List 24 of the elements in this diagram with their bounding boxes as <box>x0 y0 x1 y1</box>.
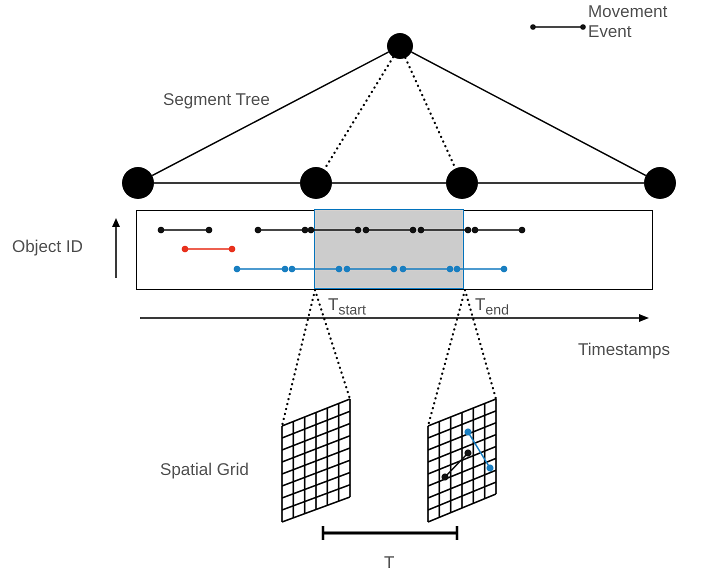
tree-node <box>644 167 676 199</box>
time-label: T$_{start}$ <box>328 295 366 320</box>
dotted-line <box>314 288 352 400</box>
connector-line <box>478 182 644 184</box>
tree-node <box>387 33 413 59</box>
dimension-label: T <box>384 553 394 573</box>
diagram-label: Segment Tree <box>163 90 270 110</box>
axis-label: Timestamps <box>578 340 670 360</box>
axis-label: Object ID <box>12 237 83 257</box>
connector-line <box>154 182 300 184</box>
tree-node <box>300 167 332 199</box>
query-range-box <box>314 209 464 290</box>
connector-line <box>411 51 646 176</box>
timeline-panel <box>136 210 653 290</box>
time-label: T$_{end}$ <box>475 295 510 320</box>
tree-node <box>446 167 478 199</box>
diagram-label: Spatial Grid <box>160 460 249 480</box>
grid-drawing <box>282 399 350 522</box>
dotted-line <box>464 288 498 400</box>
grid-drawing <box>428 399 496 522</box>
connector-line <box>152 51 389 176</box>
connector-line <box>332 182 446 184</box>
legend-label: Movement Event <box>588 2 668 42</box>
tree-node <box>122 167 154 199</box>
